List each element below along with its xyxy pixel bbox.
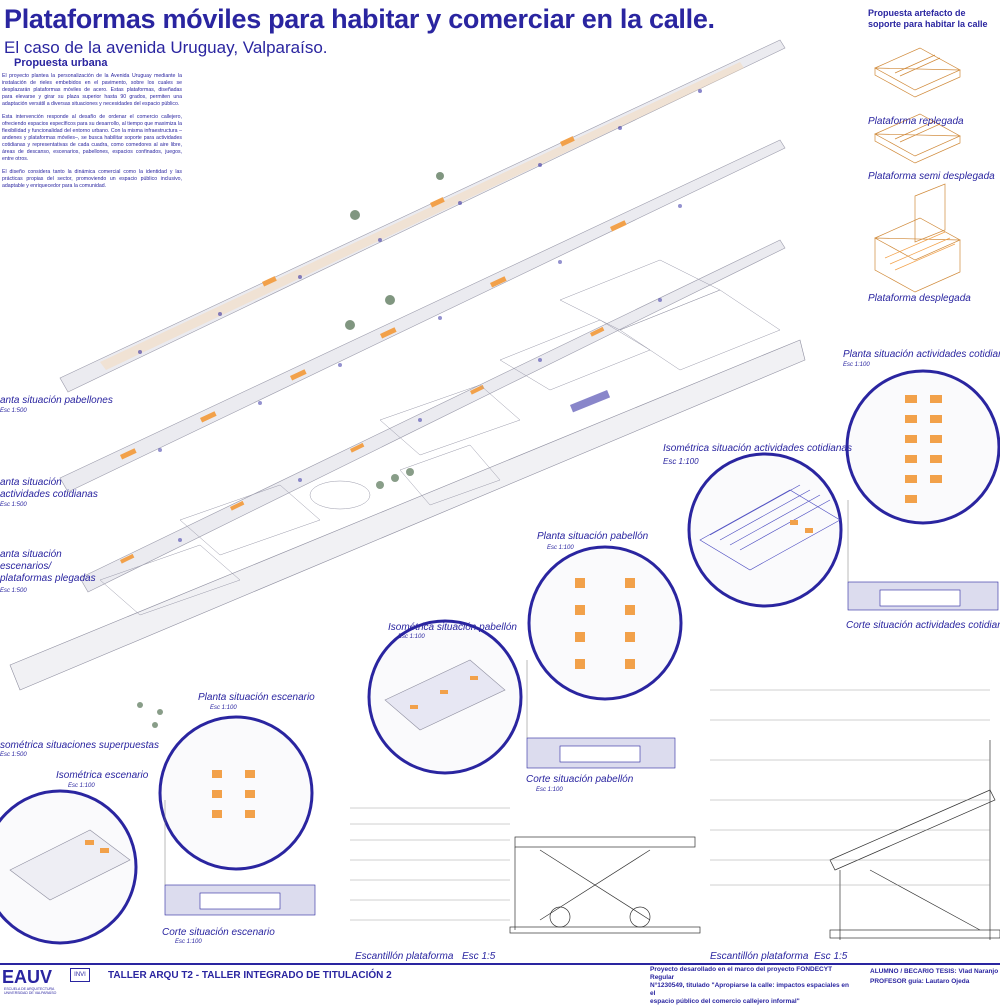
artifact-state-label: Plataforma replegada xyxy=(868,116,964,127)
circle-iso-daily xyxy=(687,452,843,608)
view-label: Corte situación pabellón xyxy=(526,774,634,785)
view-label: Escantillón plataforma xyxy=(710,951,809,962)
intro-paragraph: Esta intervención responde al desafío de… xyxy=(2,114,182,162)
view-label: Planta situación actividades cotidian xyxy=(843,349,1000,360)
page-title: Plataformas móviles para habitar y comer… xyxy=(4,4,715,34)
detail-drawing-tilted xyxy=(829,740,1000,940)
view-label: anta situación pabellones xyxy=(0,395,113,406)
project-credit: Proyecto desarollado en el marco del pro… xyxy=(650,966,850,1006)
scale-label: Esc 1:100 xyxy=(68,783,95,789)
project-credit-line: Proyecto desarollado en el marco del pro… xyxy=(650,966,833,981)
section-heading: Propuesta urbana xyxy=(14,57,108,69)
section-cut-pavilion xyxy=(526,660,676,769)
scale-label: Esc 1:5 xyxy=(462,951,496,962)
scale-label: Esc 1:100 xyxy=(175,939,202,945)
street-plan-stages xyxy=(79,239,786,593)
view-label: Escantillón plataforma xyxy=(355,951,454,962)
intro-paragraph: El proyecto plantea la personalización d… xyxy=(2,73,182,107)
artifact-drawings xyxy=(874,47,961,293)
course-title: TALLER ARQU T2 - TALLER INTEGRADO DE TIT… xyxy=(108,970,392,981)
invi-logo: INVI xyxy=(70,968,90,982)
street-plan-pavilions xyxy=(59,39,786,393)
view-label: Planta situación pabellón xyxy=(537,531,649,542)
circle-iso-pavilion xyxy=(367,619,523,775)
section-cut-daily xyxy=(847,500,999,611)
view-label: Isométrica situación actividades cotidia… xyxy=(663,443,852,454)
circle-plan-pavilion xyxy=(527,545,683,701)
scale-label: Esc 1:100 xyxy=(536,787,563,793)
view-label: Isométrica situación pabellón xyxy=(388,622,517,633)
scale-label: Esc 1:100 xyxy=(843,362,870,368)
scale-label: Esc 1:5 xyxy=(814,951,848,962)
view-label: sométrica situaciones superpuestas xyxy=(0,740,159,751)
view-label: Corte situación actividades cotidiana xyxy=(846,620,1000,631)
artifact-heading: Propuesta artefacto de soporte para habi… xyxy=(868,8,988,29)
scale-label: Esc 1:100 xyxy=(663,457,699,466)
project-credit-line: N°1230549, titulado "Apropiarse la calle… xyxy=(650,982,849,997)
view-label: Corte situación escenario xyxy=(162,927,275,938)
view-label: Planta situación escenario xyxy=(198,692,315,703)
intro-text: El proyecto plantea la personalización d… xyxy=(2,73,182,196)
view-label: anta situación escenarios/ plataformas p… xyxy=(0,549,96,584)
scale-label: Esc 1:100 xyxy=(210,705,237,711)
section-cut-stage xyxy=(164,800,316,916)
scale-label: Esc 1:100 xyxy=(547,545,574,551)
page-subtitle: El caso de la avenida Uruguay, Valparaís… xyxy=(4,38,328,57)
circle-plan-stage xyxy=(158,715,314,871)
scale-label: Esc 1:500 xyxy=(0,408,27,414)
student-name: ALUMNO / BECARIO TESIS: Vlad Naranjo xyxy=(870,968,999,975)
artifact-state-label: Plataforma semi desplegada xyxy=(868,171,995,182)
footer-rule xyxy=(0,963,1000,965)
project-credit-line: espacio público del comercio callejero i… xyxy=(650,998,800,1005)
street-plan-daily xyxy=(59,139,786,493)
intro-paragraph: El diseño considera tanto la dinámica co… xyxy=(2,169,182,189)
circle-iso-stage xyxy=(0,789,138,945)
eauv-logo-subtitle: ESCUELA DE ARQUITECTURA UNIVERSIDAD DE V… xyxy=(4,987,57,995)
artifact-state-label: Plataforma desplegada xyxy=(868,293,971,304)
scale-label: Esc 1:500 xyxy=(0,588,27,594)
professor-name: PROFESOR guía: Lautaro Ojeda xyxy=(870,978,970,985)
scale-label: Esc 1:500 xyxy=(0,502,27,508)
eauv-logo: EAUV xyxy=(2,967,53,987)
view-label: Isométrica escenario xyxy=(56,770,149,781)
view-label: anta situación actividades cotidianas xyxy=(0,477,98,500)
isometric-city-drawing xyxy=(9,259,806,728)
circle-plan-daily xyxy=(845,369,1000,525)
scale-label: Esc 1:100 xyxy=(398,634,425,640)
detail-drawing-mechanism xyxy=(509,836,701,934)
scale-label: Esc 1:500 xyxy=(0,752,27,758)
